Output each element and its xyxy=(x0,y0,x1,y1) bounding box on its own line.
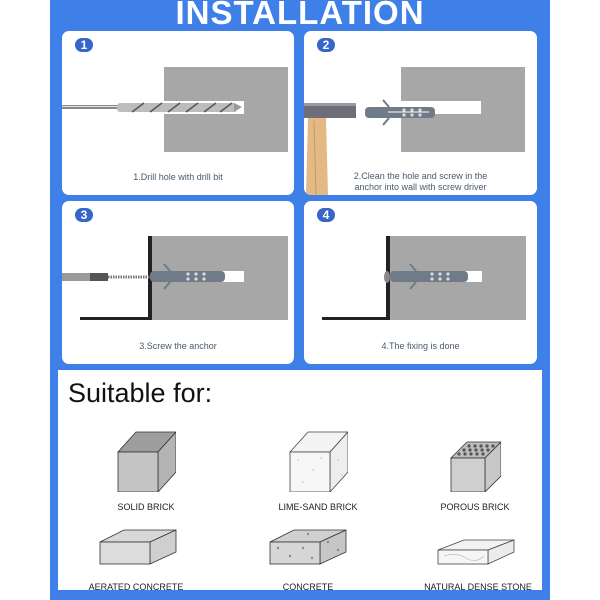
hammer-anchor-icon xyxy=(304,99,435,195)
porous-brick-icon xyxy=(450,441,501,492)
fixed-anchor-icon xyxy=(384,263,468,290)
step-card-1: 1 1.Drill hole with drill bit xyxy=(62,31,294,195)
step-number-badge: 3 xyxy=(75,208,93,222)
natural-stone-icon xyxy=(437,539,515,565)
step-number-badge: 4 xyxy=(317,208,335,222)
installation-panel: INSTALLATION 1 1.Drill hole with drill b… xyxy=(50,0,550,600)
step-number-badge: 2 xyxy=(317,38,335,52)
suitable-for-section: Suitable for: SOLID BRICK LIME-SAND BRIC… xyxy=(58,370,542,592)
material-label: SOLID BRICK xyxy=(117,502,175,512)
floor-edge xyxy=(322,317,390,320)
step-card-4: 4 4.The fixing is done xyxy=(304,201,537,364)
step-caption: 3.Screw the anchor xyxy=(139,341,217,351)
step-card-2: 2 2.Clean the hole and screw in the anch… xyxy=(304,31,537,195)
floor-edge xyxy=(80,317,152,320)
step-number-badge: 1 xyxy=(75,38,93,52)
page-title: INSTALLATION xyxy=(175,0,425,31)
aerated-concrete-icon xyxy=(99,529,177,565)
step-caption: 2.Clean the hole and screw in the anchor… xyxy=(353,171,488,192)
section-title: Suitable for: xyxy=(68,378,213,408)
material-label: NATURAL DENSE STONE xyxy=(424,582,532,592)
step-card-3: 3 3.Screw the anchor xyxy=(62,201,294,364)
material-label: LIME-SAND BRICK xyxy=(278,502,358,512)
material-label: AERATED CONCRETE xyxy=(88,582,184,592)
material-label: POROUS BRICK xyxy=(440,502,510,512)
lime-sand-brick-icon xyxy=(289,431,348,492)
material-label: CONCRETE xyxy=(282,582,334,592)
drill-bit-icon xyxy=(62,102,242,113)
concrete-icon xyxy=(269,529,347,565)
screwdriver-anchor-icon xyxy=(62,263,225,290)
step-caption: 4.The fixing is done xyxy=(381,341,460,351)
step-caption: 1.Drill hole with drill bit xyxy=(133,172,223,182)
solid-brick-icon xyxy=(117,431,176,492)
